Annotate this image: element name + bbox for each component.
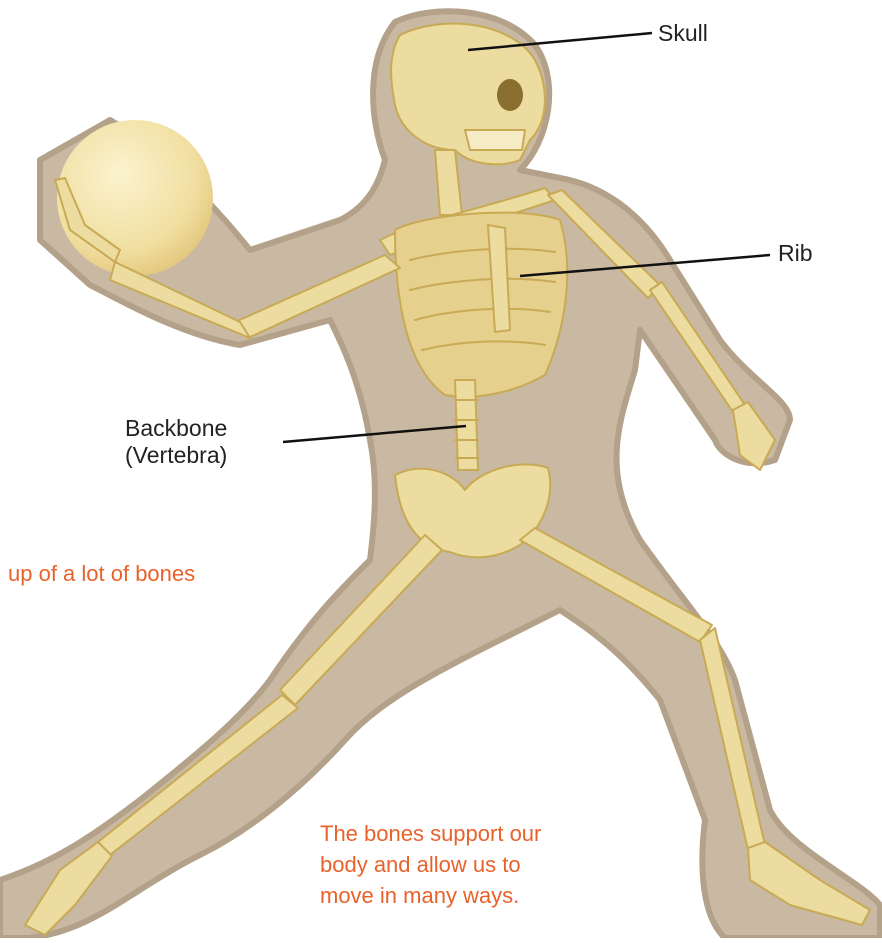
support-caption-line2: body and allow us to: [320, 849, 650, 880]
bones-caption-fragment: up of a lot of bones: [8, 558, 195, 589]
ribcage: [395, 213, 567, 397]
backbone-label: Backbone (Vertebra): [125, 415, 227, 469]
skull-label: Skull: [658, 20, 708, 47]
rib-label: Rib: [778, 240, 813, 267]
support-caption-line3: move in many ways.: [320, 880, 650, 911]
ball: [57, 120, 213, 276]
support-caption-line1: The bones support our: [320, 818, 650, 849]
backbone-label-line2: (Vertebra): [125, 442, 227, 469]
spine: [455, 380, 478, 470]
backbone-label-line1: Backbone: [125, 415, 227, 442]
support-caption: The bones support our body and allow us …: [320, 818, 650, 911]
